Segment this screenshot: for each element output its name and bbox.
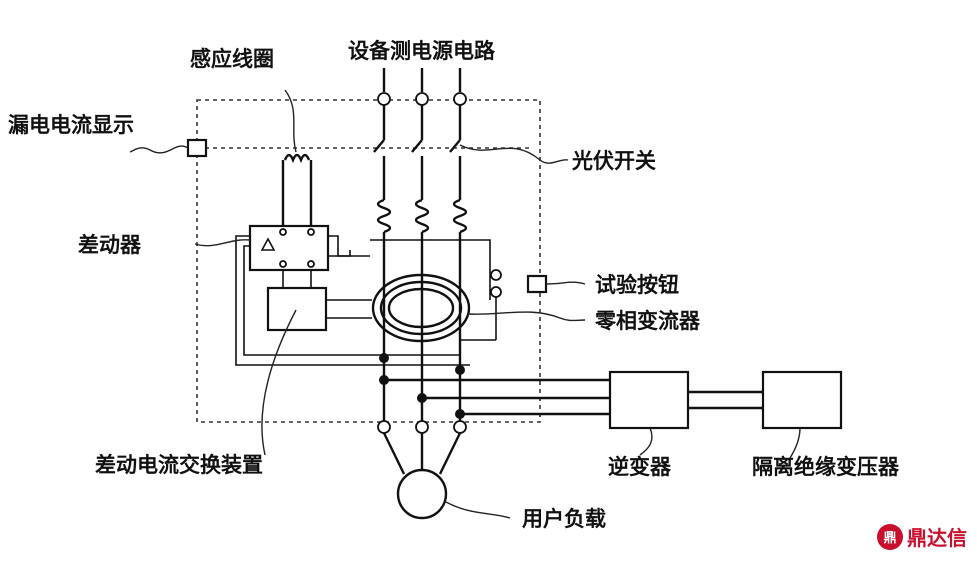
zero-phase-ct — [371, 252, 471, 430]
leader-lines — [129, 144, 801, 519]
label-zero-ct: 零相变流器 — [594, 309, 701, 333]
load-terminals — [377, 420, 467, 475]
control-wiring — [235, 235, 470, 366]
isolation-transformer-box — [761, 370, 843, 430]
test-button-contacts — [460, 269, 502, 341]
watermark: 鼎 鼎达信 — [877, 522, 967, 551]
label-user-load: 用户负载 — [522, 507, 606, 531]
label-leakage-display: 漏电电流显示 — [8, 113, 134, 137]
test-button-box — [526, 274, 548, 294]
inverter-bus — [384, 378, 610, 416]
watermark-logo-icon: 鼎 — [877, 523, 903, 550]
trip-coils — [370, 198, 491, 300]
label-inverter: 逆变器 — [608, 455, 672, 479]
label-source-circuit: 设备测电源电路 — [348, 39, 496, 63]
label-diff-converter: 差动电流交换装置 — [95, 453, 263, 477]
junction-dots — [379, 353, 465, 419]
induction-coil — [281, 89, 313, 228]
inverter-box — [608, 370, 690, 430]
label-induction-coil: 感应线圈 — [190, 47, 274, 71]
label-isolation-transformer: 隔离绝缘变压器 — [752, 455, 900, 479]
phase-conductors-upper — [373, 105, 462, 200]
label-differential: 差动器 — [78, 233, 142, 257]
label-test-button: 试验按钮 — [595, 273, 679, 297]
user-load-motor — [396, 468, 448, 520]
diff-current-converter-box — [266, 286, 328, 332]
differential-relay — [248, 224, 330, 272]
label-pv-switch: 光伏开关 — [571, 149, 656, 173]
breaker-enclosure — [196, 99, 541, 423]
watermark-text: 鼎达信 — [907, 526, 967, 550]
leakage-display-box — [186, 138, 208, 158]
